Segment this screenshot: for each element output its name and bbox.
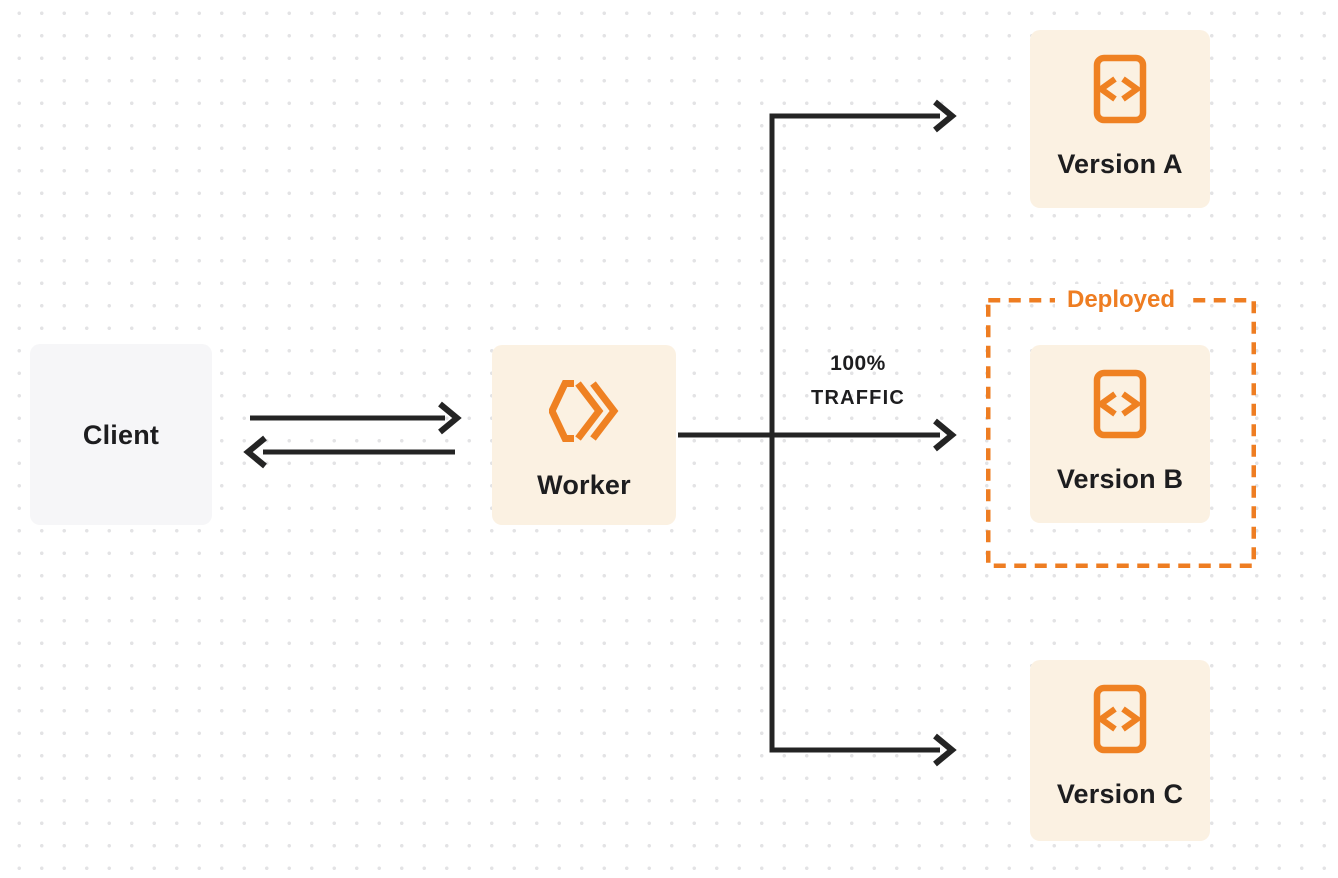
node-version-c: Version C	[1030, 660, 1210, 841]
edge-worker-to-version-b	[678, 418, 957, 452]
client-label: Client	[82, 419, 160, 450]
traffic-percent-text: 100%	[830, 352, 886, 375]
node-version-b: Version B	[1030, 345, 1210, 523]
traffic-word-text: TRAFFIC	[811, 387, 905, 409]
worker-label: Worker	[537, 470, 631, 500]
node-worker: Worker	[492, 345, 676, 525]
version-a-label: Version A	[1057, 149, 1183, 179]
node-version-a: Version A	[1030, 30, 1210, 208]
cloudflare-workers-icon	[549, 380, 619, 442]
code-file-icon	[1093, 54, 1147, 124]
edge-client-to-worker	[250, 401, 462, 435]
code-file-icon	[1093, 684, 1147, 754]
version-c-label: Version C	[1056, 779, 1184, 809]
traffic-annotation: 100% TRAFFIC	[811, 347, 905, 415]
node-client: Client	[30, 344, 212, 525]
deployed-label: Deployed	[1054, 284, 1188, 316]
version-b-label: Version B	[1056, 464, 1184, 494]
code-file-icon	[1093, 369, 1147, 439]
edge-worker-to-client	[243, 435, 455, 469]
edge-branch-to-version-a-and-c	[769, 99, 957, 767]
